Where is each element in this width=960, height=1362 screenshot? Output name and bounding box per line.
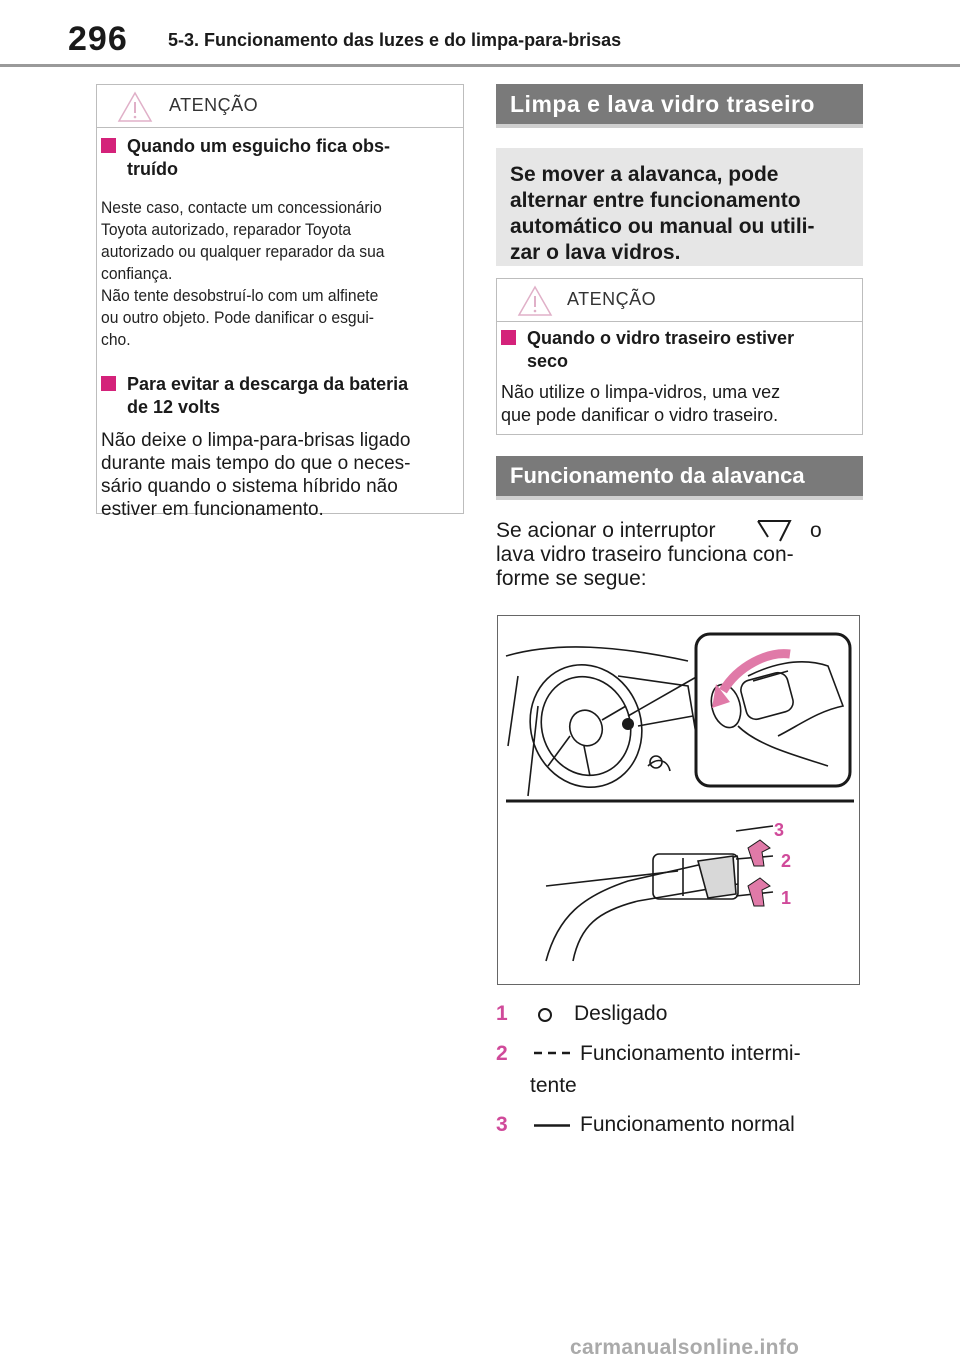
warning-item-title: Quando o vidro traseiro estiver seco [501,327,856,373]
warning-label: ATENÇÃO [169,95,259,115]
warning-header: ATENÇÃO [97,85,463,128]
right-warning-box: ATENÇÃO Quando o vidro traseiro estiver … [496,278,863,435]
dashboard-illustration: 3 2 1 [505,632,854,962]
section-title: Funcionamento da alavanca [496,456,863,500]
figure-label-3: 3 [774,820,784,840]
warning-item-title: Para evitar a descarga da bateria de 12 … [101,373,451,419]
warning-triangle-icon [517,285,553,316]
legend-item-2: 2 Funcionamento intermi- tente [496,1042,801,1097]
operation-paragraph: Se acionar o interruptor o lava vidro tr… [496,519,822,590]
rear-wiper-switch-icon [757,520,792,542]
intro-box: Se mover a alavanca, pode alternar entre… [496,148,863,266]
chapter-title: 5-3. Funcionamento das luzes e do limpa-… [168,30,622,50]
bullet-square-icon [101,376,116,391]
bullet-square-icon [101,138,116,153]
warning-header: ATENÇÃO [497,279,862,322]
page-number: 296 [68,20,128,58]
bullet-square-icon [501,330,516,345]
normal-symbol-icon [534,1124,570,1127]
header-rule [0,64,960,67]
warning-item-body: Não deixe o limpa-para-brisas ligado dur… [101,430,411,520]
section-title: Limpa e lava vidro traseiro [496,84,863,128]
lever-figure: 3 2 1 [497,615,860,985]
off-symbol-icon [538,1008,552,1022]
watermark: carmanualsonline.info [570,1336,800,1359]
warning-label: ATENÇÃO [567,289,657,309]
warning-item-title: Quando um esguicho fica obs- truído [101,135,451,181]
warning-item-body: Neste caso, contacte um concessionário T… [101,198,385,349]
left-warning-box: ATENÇÃO Quando um esguicho fica obs- tru… [96,84,464,520]
legend-item-3: 3 Funcionamento normal [496,1113,795,1136]
legend-item-1: 1 Desligado [496,1002,668,1025]
figure-label-2: 2 [781,851,791,871]
warning-triangle-icon [117,91,153,122]
warning-item-body: Não utilize o limpa-vidros, uma vez que … [501,382,781,425]
figure-label-1: 1 [781,888,791,908]
intermittent-symbol-icon [534,1051,570,1055]
